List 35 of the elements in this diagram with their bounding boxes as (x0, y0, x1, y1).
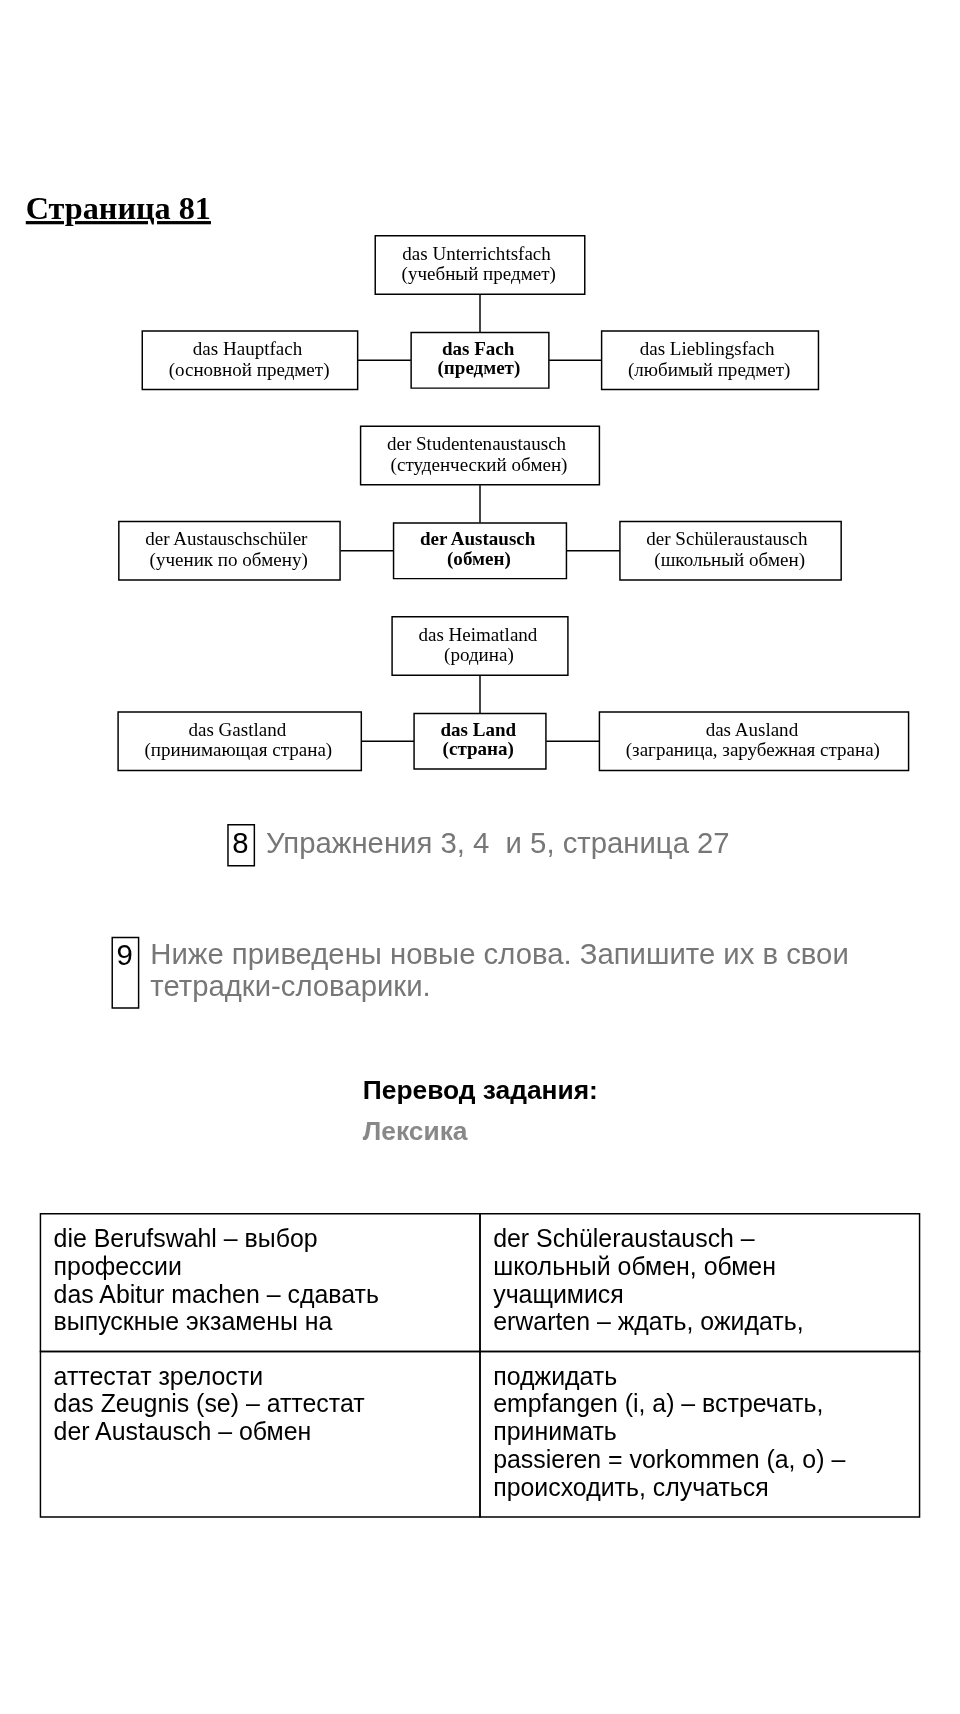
label: Перевод задания: (362, 1075, 598, 1106)
node-box: das Unterrichtsfach (учебный предмет) (374, 235, 586, 296)
node-box: der Austausch (обмен) (392, 522, 568, 580)
label: der Austausch – обмен (53, 1417, 312, 1446)
label: аттестат зрелости (53, 1361, 264, 1390)
node-box: das Fach (предмет) (410, 331, 550, 389)
label: Упражнения 3, 4 и 5, страница 27 (266, 825, 730, 859)
connector (548, 359, 603, 362)
diagram-title: Страница 81 (25, 190, 211, 227)
node-box: das Gastland (принимающая страна) (117, 711, 363, 772)
node-box: der Schüleraustausch (школьный обмен) (619, 520, 842, 581)
connector (361, 740, 415, 742)
node-box: das Land (страна) (413, 712, 547, 770)
node-box: das Lieblingsfach (любимый предмет) (600, 330, 820, 391)
label: das Zeugnis (se) – аттестат (53, 1389, 365, 1418)
label: поджидать (493, 1361, 618, 1390)
connector (479, 293, 481, 333)
connector (565, 550, 621, 552)
connector (339, 550, 395, 552)
connector (357, 359, 412, 362)
connector (479, 484, 481, 524)
node-box: das Ausland (заграница, зарубежная страна) (598, 711, 910, 772)
label: 8 (232, 825, 249, 859)
label: passieren = vorkommen (a, o) – происходить, случаться (493, 1445, 846, 1501)
label: das Abitur machen – сдавать выпускные экзамены на (53, 1279, 379, 1336)
connector (479, 674, 481, 714)
node-box: der Austauschschüler (ученик по обмену) (118, 520, 341, 581)
label: Ниже приведены новые слова. Запишите их в свои тетрадки-словарики. (150, 936, 849, 1003)
node-box: der Studentenaustausch (студенческий обмен) (359, 425, 601, 486)
label: erwarten – ждать, ожидать, (493, 1307, 804, 1336)
label: 9 (116, 938, 133, 972)
node-box: das Heimatland (родина) (391, 615, 569, 677)
node-box: das Hauptfach (основной предмет) (141, 330, 359, 391)
label: Лексика (362, 1116, 468, 1147)
connector (545, 740, 600, 742)
